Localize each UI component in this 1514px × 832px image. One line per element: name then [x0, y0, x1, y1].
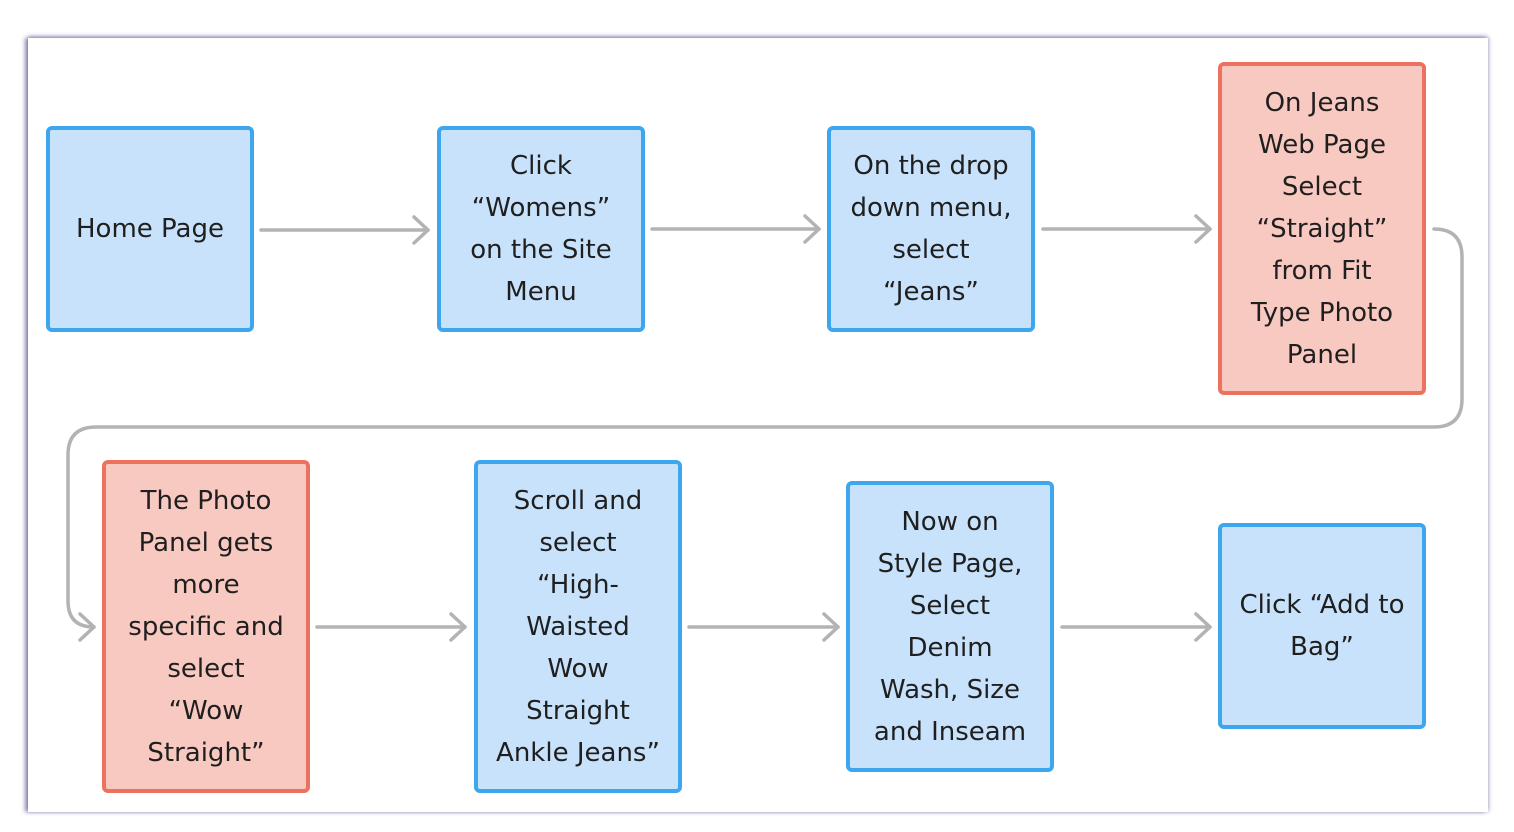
- node-click-womens: Click “Womens” on the Site Menu: [437, 126, 645, 332]
- node-add-to-bag: Click “Add to Bag”: [1218, 523, 1426, 729]
- node-select-wow-straight: The Photo Panel gets more specific and s…: [102, 460, 310, 793]
- node-select-ankle-jeans: Scroll and select “High- Waisted Wow Str…: [474, 460, 682, 793]
- node-select-straight: On Jeans Web Page Select “Straight” from…: [1218, 62, 1426, 395]
- node-home-page: Home Page: [46, 126, 254, 332]
- node-style-page: Now on Style Page, Select Denim Wash, Si…: [846, 481, 1054, 772]
- node-select-jeans: On the drop down menu, select “Jeans”: [827, 126, 1035, 332]
